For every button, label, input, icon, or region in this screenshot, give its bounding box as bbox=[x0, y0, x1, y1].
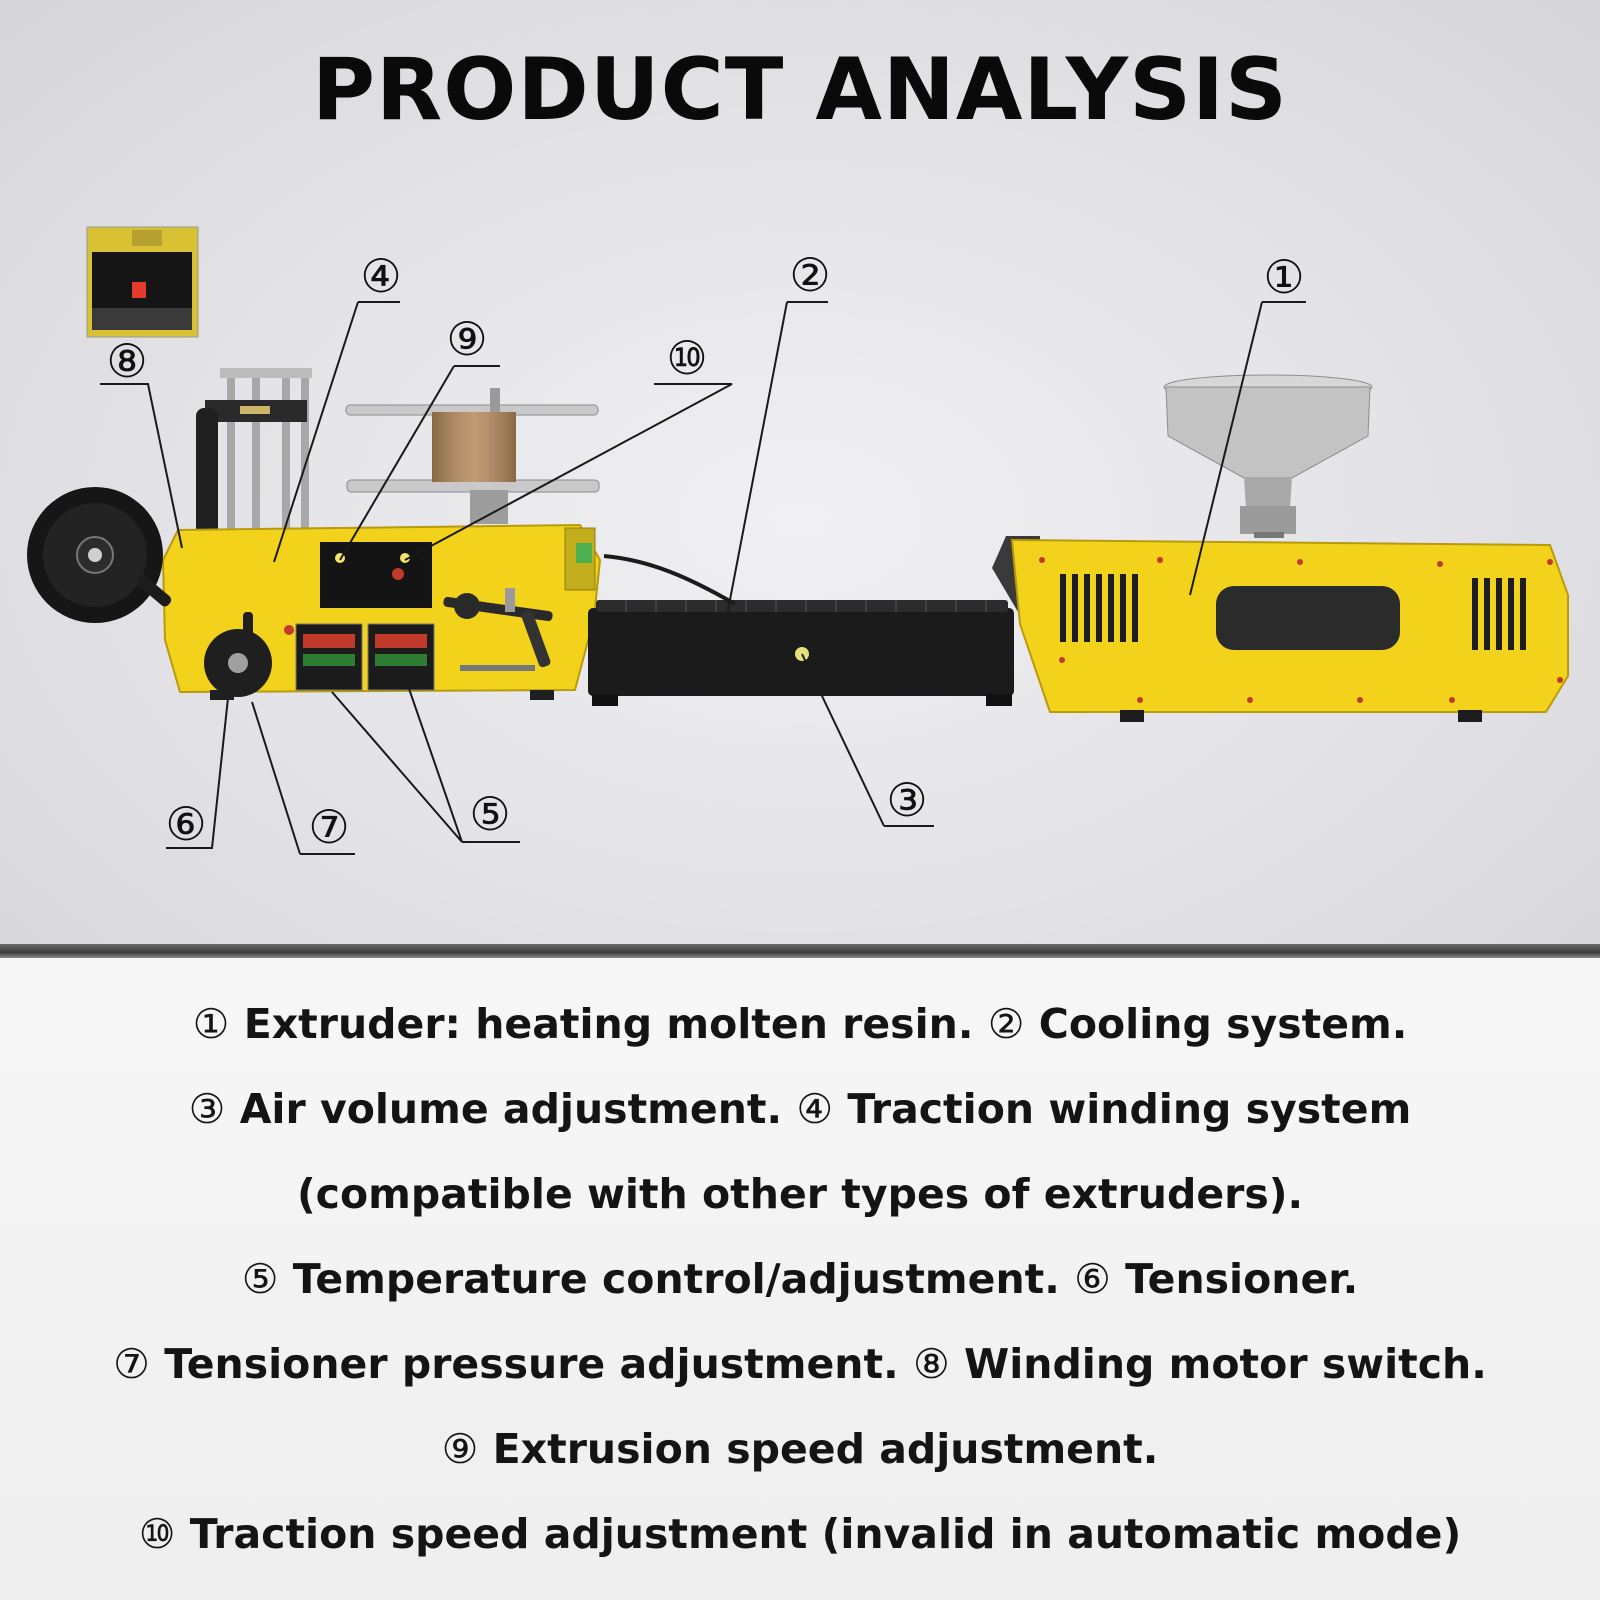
callout-2: ② bbox=[789, 248, 830, 302]
leader-line-4 bbox=[273, 301, 400, 563]
description-line: ⑦ Tensioner pressure adjustment. ⑧ Windi… bbox=[0, 1322, 1600, 1407]
callout-9: ⑨ bbox=[446, 312, 487, 366]
callout-8: ⑧ bbox=[106, 334, 147, 388]
description-line: ⑤ Temperature control/adjustment. ⑥ Tens… bbox=[0, 1237, 1600, 1322]
callout-5: ⑤ bbox=[469, 787, 510, 841]
item-number: ⑤ bbox=[241, 1255, 279, 1303]
product-diagram-panel: PRODUCT ANALYSIS bbox=[0, 0, 1600, 944]
item-text: Winding motor switch. bbox=[949, 1340, 1487, 1388]
item-number: ① bbox=[192, 1000, 230, 1048]
item-text: Traction winding system bbox=[833, 1085, 1412, 1133]
item-number: ⑧ bbox=[912, 1340, 950, 1388]
item-number: ② bbox=[987, 1000, 1025, 1048]
leader-line-8 bbox=[100, 383, 183, 549]
leader-line-7 bbox=[251, 701, 355, 855]
item-number: ⑩ bbox=[138, 1510, 176, 1558]
cooling-system bbox=[588, 554, 1014, 706]
callouts: ① ② ③ ④ ⑤ ⑥ ⑦ ⑧ ⑨ ⑩ bbox=[106, 248, 1304, 854]
item-number: ③ bbox=[188, 1085, 226, 1133]
item-text: Traction speed adjustment (invalid in au… bbox=[175, 1510, 1462, 1558]
item-number: ⑦ bbox=[113, 1340, 150, 1388]
section-divider bbox=[0, 944, 1600, 958]
callout-7: ⑦ bbox=[308, 800, 349, 854]
leader-line-2 bbox=[719, 301, 828, 653]
page-title: PRODUCT ANALYSIS bbox=[312, 40, 1288, 140]
description-line: (compatible with other types of extruder… bbox=[0, 1152, 1600, 1237]
callout-6: ⑥ bbox=[165, 797, 206, 851]
callout-3: ③ bbox=[886, 773, 927, 827]
leader-line-9 bbox=[339, 365, 500, 561]
callout-1: ① bbox=[1263, 250, 1304, 304]
item-text: Tensioner. bbox=[1110, 1255, 1359, 1303]
leader-lines bbox=[100, 301, 1306, 855]
leader-line-6 bbox=[166, 697, 229, 849]
item-number: ⑨ bbox=[441, 1425, 479, 1473]
leader-line-3 bbox=[801, 653, 934, 827]
item-text: Temperature control/adjustment. bbox=[278, 1255, 1075, 1303]
description-line: ⑨ Extrusion speed adjustment. bbox=[0, 1407, 1600, 1492]
callout-10: ⑩ bbox=[666, 331, 707, 385]
leader-line-5 bbox=[331, 679, 520, 843]
item-text: (compatible with other types of extruder… bbox=[296, 1170, 1304, 1218]
item-text: Air volume adjustment. bbox=[225, 1085, 797, 1133]
item-text: Extrusion speed adjustment. bbox=[478, 1425, 1159, 1473]
extruder-machine bbox=[992, 374, 1569, 722]
description-line: ① Extruder: heating molten resin. ② Cool… bbox=[0, 982, 1600, 1067]
leader-line-1 bbox=[1189, 301, 1306, 596]
item-text: Extruder: heating molten resin. bbox=[229, 1000, 988, 1048]
description-line: ③ Air volume adjustment. ④ Traction wind… bbox=[0, 1067, 1600, 1152]
machine-illustration: ① ② ③ ④ ⑤ ⑥ ⑦ ⑧ ⑨ ⑩ bbox=[27, 226, 1569, 855]
item-number: ④ bbox=[796, 1085, 834, 1133]
description-line: ⑩ Traction speed adjustment (invalid in … bbox=[0, 1492, 1600, 1577]
item-text: Tensioner pressure adjustment. bbox=[149, 1340, 913, 1388]
item-number: ⑥ bbox=[1074, 1255, 1111, 1303]
description-panel: ① Extruder: heating molten resin. ② Cool… bbox=[0, 958, 1600, 1600]
item-text: Cooling system. bbox=[1024, 1000, 1408, 1048]
description-list: ① Extruder: heating molten resin. ② Cool… bbox=[0, 982, 1600, 1577]
callout-4: ④ bbox=[360, 249, 401, 303]
traction-winding-machine bbox=[27, 368, 602, 700]
motor-switch-inset bbox=[86, 226, 199, 338]
leader-line-10 bbox=[404, 383, 733, 561]
